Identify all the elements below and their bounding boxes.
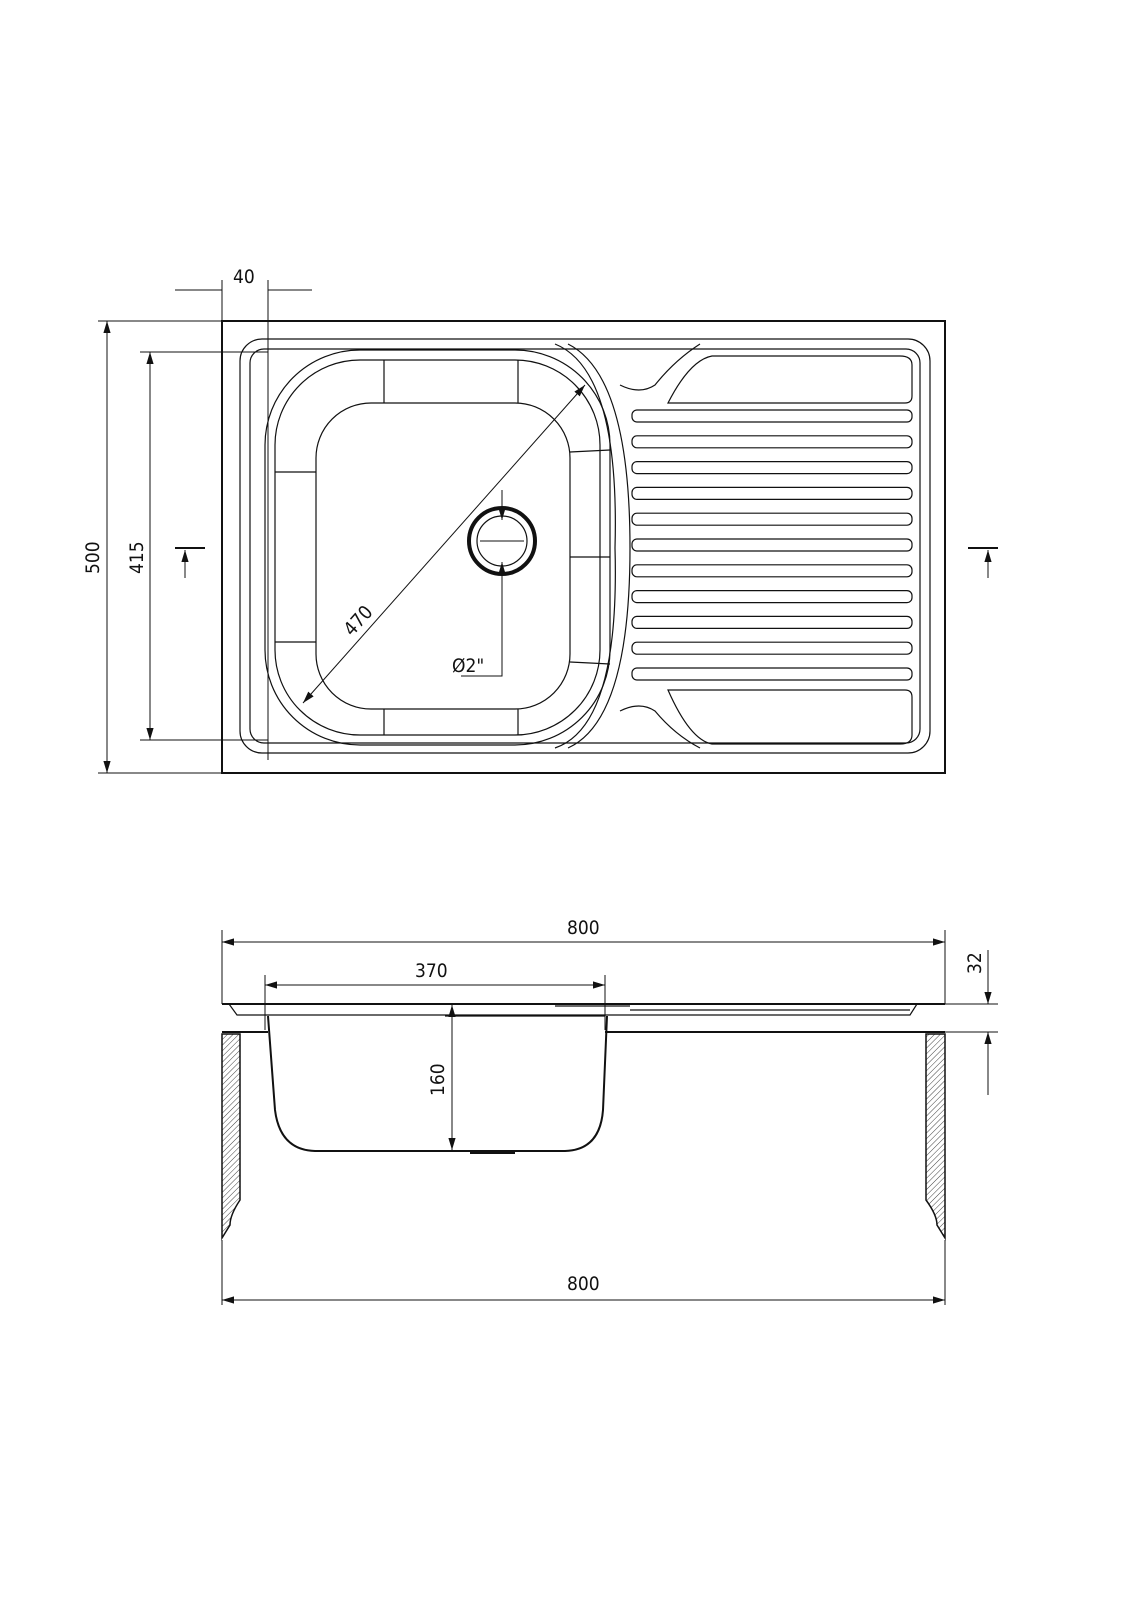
drainboard-divider [554, 343, 616, 749]
drainboard-ribs [631, 409, 913, 681]
sink-outline [221, 320, 946, 774]
left-cabinet-wall [221, 1033, 241, 1241]
bowl-mid [274, 359, 601, 736]
drainboard-rib [631, 409, 913, 423]
dim-bowl-diagonal: 470 [339, 601, 377, 640]
drain-outlet [470, 1151, 515, 1154]
drainboard-rib [631, 538, 913, 552]
inner-rim-2 [249, 348, 921, 744]
bowl-facets [275, 360, 611, 735]
top-view: 40 500 415 470 Ø2" [82, 266, 998, 774]
right-cabinet-wall [925, 1033, 946, 1241]
drainboard-rib [631, 667, 913, 681]
dimension-lines [98, 280, 998, 774]
dim-drain-diameter: Ø2" [452, 655, 484, 677]
dim-overall-depth: 500 [82, 541, 104, 574]
dim-overall-width-bottom: 800 [567, 1273, 600, 1295]
drainboard-top-channel [667, 355, 913, 404]
bowl-outer [264, 349, 611, 746]
drainboard-rib [631, 615, 913, 630]
drainboard-rib [631, 512, 913, 526]
drainboard-bottom-channel [667, 689, 913, 745]
inner-rim [239, 338, 931, 754]
drainboard-rib [631, 564, 913, 578]
dim-rim-offset: 40 [233, 266, 255, 288]
dim-bowl-height: 160 [427, 1063, 449, 1096]
drainboard-rib [631, 641, 913, 655]
side-dimension-lines [221, 930, 998, 1305]
dim-rim-height: 32 [964, 952, 986, 974]
dim-bowl-width: 370 [415, 960, 448, 982]
side-view: 800 370 160 32 800 [221, 917, 998, 1305]
bowl-profile [267, 1015, 608, 1152]
dim-overall-width-top: 800 [567, 917, 600, 939]
drainboard-rib [631, 589, 913, 604]
drainboard-rib [631, 435, 913, 449]
drainboard-rib [631, 486, 913, 500]
dim-bowl-depth: 415 [126, 541, 148, 574]
drainboard-rib [631, 461, 913, 475]
